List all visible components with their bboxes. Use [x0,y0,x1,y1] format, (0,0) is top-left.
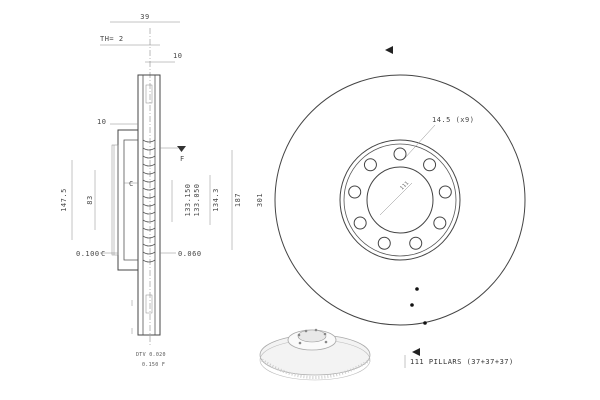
bolt-hole-icon [353,216,367,230]
datum-c: C [129,180,134,188]
isometric-view [259,328,371,381]
dim-outer-dia-left: 147.5 [60,188,68,212]
note-pillars: 111 PILLARS (37+37+37) [410,358,514,366]
dim-overall-width: 39 [140,13,149,21]
bolt-hole-icon [393,147,407,161]
bolt-circle-label: 111 [399,180,410,191]
dim-disc-dia-1: 187 [234,193,242,207]
bolt-hole-icon [433,216,447,230]
dim-disc-dia-2: 301 [256,193,264,207]
runout-right: 0.060 [178,250,202,258]
bolt-hole-icon [438,185,452,199]
vent-dot-icon [410,303,414,307]
section-view: 39 TH= 2 10 10 147.5 83 C [60,13,264,368]
runout-left: 0.100 [76,250,100,258]
vent-dot-icon [423,321,427,325]
dim-pilot-1: 133.150 [184,183,192,216]
datum-f-arrow-icon [177,146,186,152]
note-flatness: 0.150 F [142,362,165,368]
bolt-hole-icon [363,158,377,172]
bolt-hole-icon [348,185,362,199]
dim-hub-dia: 83 [86,195,94,204]
bolt-holes-label: 14.5 (x9) [432,116,474,124]
front-view: 14.5 (x9) 111 [274,46,526,356]
dim-hat-thickness: TH= 2 [100,35,124,43]
top-arrow-icon [385,46,393,54]
bolt-holes [348,147,452,250]
vent-pillars-section [142,139,156,263]
dim-pilot-2: 133.050 [193,183,201,216]
bolt-hole-icon [423,158,437,172]
bolt-hole-icon [409,236,423,250]
dim-left-step: 10 [97,118,106,126]
datum-f: F [180,155,185,163]
bolt-hole-icon [377,236,391,250]
dim-pilot-3: 134.3 [212,188,220,212]
note-dtv: DTV 0.020 [136,352,166,358]
side-arrow-icon [412,348,420,356]
runout-left-ref: C [101,250,106,258]
dim-top-flange: 10 [173,52,182,60]
vent-dot-icon [415,287,419,291]
